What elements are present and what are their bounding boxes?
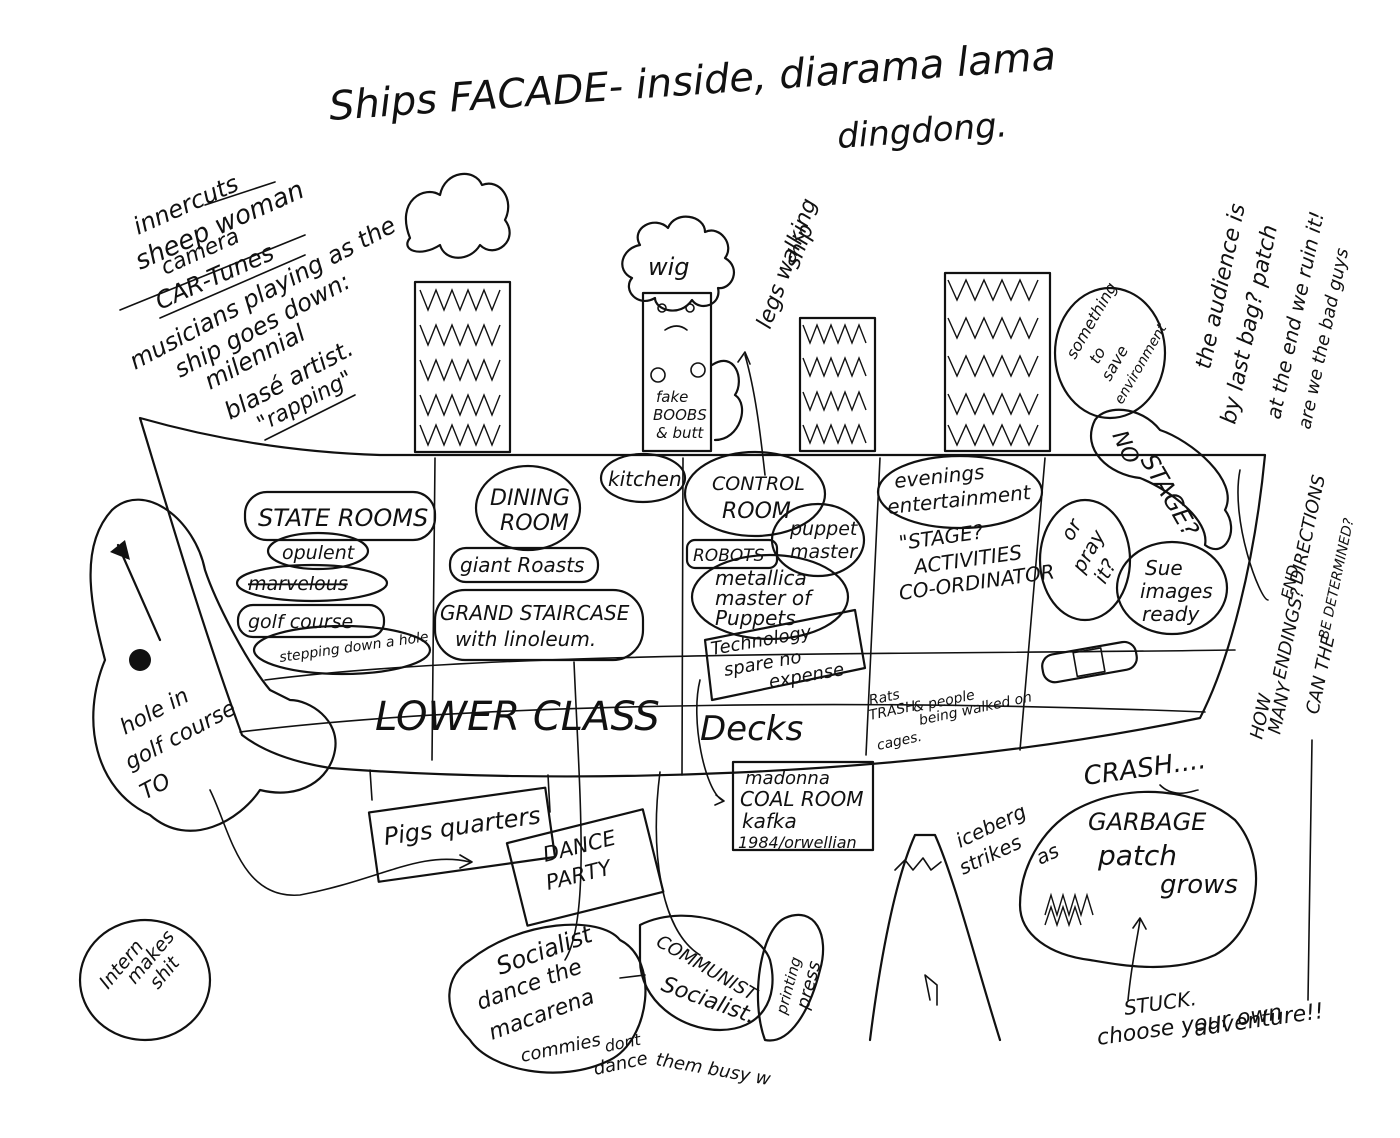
ship-hull — [138, 416, 1267, 778]
grand-staircase-2: with linoleum. — [455, 627, 596, 651]
fake-boobs-1: fake — [656, 388, 688, 406]
commies-1: commies — [519, 1029, 603, 1066]
pigs-label: Pigs quarters — [382, 801, 542, 851]
intern-blob: Intern makes shit — [78, 918, 212, 1042]
scribbled-label: marvelous — [248, 573, 348, 595]
opulent-label: opulent — [282, 542, 356, 564]
golf-flag-icon — [110, 540, 162, 671]
title-line-2: dingdong. — [836, 105, 1009, 157]
smokestack-2 — [798, 316, 877, 453]
madonna-2: COAL ROOM — [740, 787, 864, 811]
madonna-4: 1984/orwellian — [738, 833, 857, 852]
commies-3: dance — [592, 1048, 650, 1080]
fake-boobs-3: & butt — [656, 424, 704, 442]
metallica-1: metallica — [715, 566, 807, 590]
state-rooms-column: STATE ROOMS opulent marvelous golf cours… — [235, 490, 437, 676]
puppet-label-1: puppet — [789, 518, 859, 540]
how-many-7: BE DETERMINED? — [1316, 516, 1357, 641]
wig-label: wig — [648, 253, 690, 281]
metallica-3: Puppets — [715, 606, 796, 630]
golf-course-label: golf course — [248, 611, 353, 633]
puppet-label-2: master — [790, 541, 858, 563]
madonna-1: madonna — [745, 768, 830, 789]
smokestack-3 — [943, 271, 1052, 453]
metallica-2: master of — [715, 586, 814, 610]
stepping-hole-label: stepping down a hole — [278, 629, 429, 666]
giant-roasts-label: giant Roasts — [460, 553, 584, 577]
kitchen-label: kitchen — [608, 467, 682, 491]
dining-label-2: ROOM — [500, 511, 569, 536]
them-busy-label: them busy w — [654, 1049, 772, 1090]
bandage-icon — [1041, 640, 1138, 684]
wig-figure: wig fake BOOBS & butt legs walking ship — [621, 195, 822, 476]
iceberg-3: as — [1032, 838, 1063, 869]
coal-room: madonna COAL ROOM kafka 1984/orwellian — [696, 679, 875, 852]
no-stage-2: STAGE? — [1135, 449, 1205, 542]
control-label-1: CONTROL — [712, 473, 805, 495]
rats-5: cages. — [876, 729, 924, 754]
evenings-column: evenings entertainment "STAGE? ACTIVITIE… — [876, 454, 1056, 605]
kitchen: kitchen — [599, 452, 687, 504]
how-many-2: MANY — [1264, 679, 1296, 736]
dining-label-1: DINING — [490, 486, 570, 511]
garbage-2: patch — [1097, 839, 1177, 872]
lower-class-label: LOWER CLASS — [375, 694, 660, 740]
dining-column: DINING ROOM giant Roasts GRAND STAIRCASE… — [433, 464, 645, 662]
iceberg: iceberg strikes as — [868, 799, 1063, 1042]
robots-label: ROBOTS — [693, 546, 765, 566]
how-many-4: CAN THE — [1302, 633, 1339, 716]
right-notes: the audience is by last bag? patch at th… — [1191, 201, 1353, 431]
fake-boobs-2: BOOBS — [653, 406, 707, 424]
decks-label: Decks — [700, 709, 803, 749]
sue-images-2: images — [1140, 579, 1213, 603]
madonna-3: kafka — [742, 809, 797, 833]
how-many-endings: HOW MANY ENDINGS? CAN THE END DIRECTIONS… — [1237, 469, 1358, 1001]
lower-deck: LOWER CLASS Decks Rats TRASH & people be… — [375, 687, 1033, 754]
grand-staircase-1: GRAND STAIRCASE — [440, 601, 630, 625]
garbage-3: grows — [1160, 870, 1238, 900]
left-notes: innercuts sheep woman camera CAR-Tunes m… — [119, 169, 400, 441]
control-column: CONTROL ROOM ROBOTS puppet master metall… — [683, 450, 867, 702]
crash-label: CRASH.... — [1082, 745, 1208, 792]
sue-images-1: Sue — [1145, 556, 1183, 580]
garbage-1: GARBAGE — [1088, 808, 1207, 836]
rats-1: Rats — [868, 687, 902, 709]
hole-golf-3: TO — [136, 769, 175, 806]
sue-images-3: ready — [1142, 602, 1200, 626]
state-rooms-label: STATE ROOMS — [258, 504, 428, 532]
smokestack-1 — [404, 172, 512, 454]
garbage-patch: CRASH.... GARBAGE patch grows STUCK. cho… — [1018, 745, 1325, 1051]
how-many-6: DIRECTIONS — [1286, 473, 1330, 586]
